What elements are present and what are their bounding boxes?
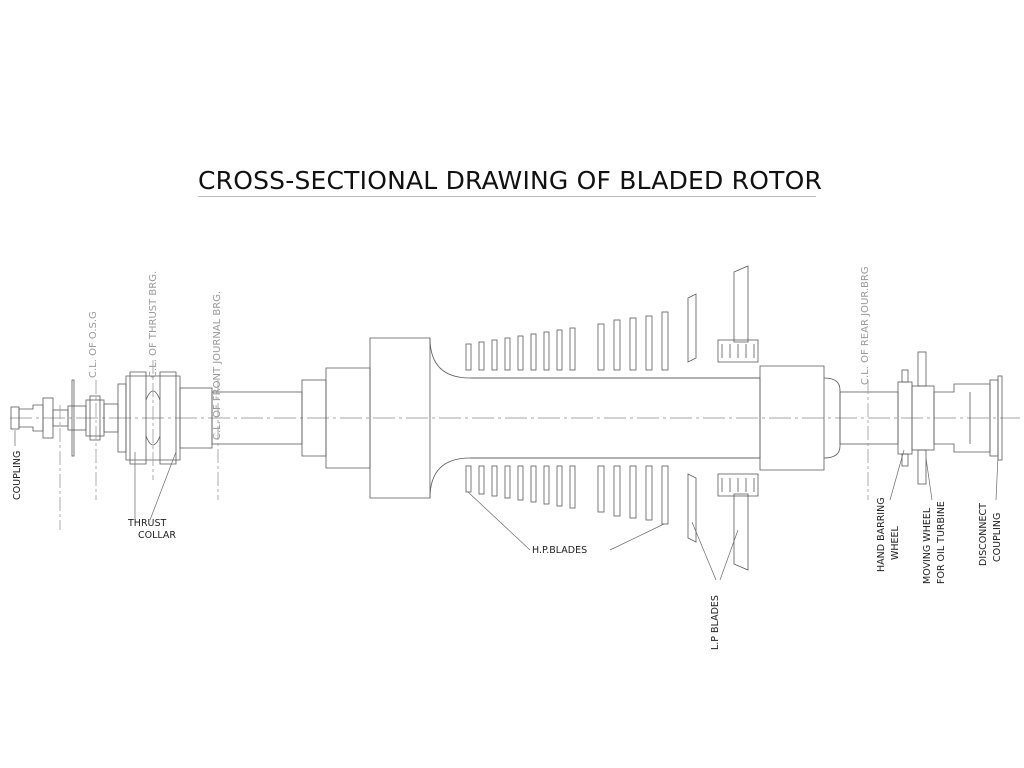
hp-blades-label: H.P.BLADES xyxy=(532,545,587,556)
disconnect-label-1: DISCONNECT xyxy=(978,503,989,566)
leader-lines xyxy=(14,430,999,581)
cl-osg-label: C.L. OF O.S.G xyxy=(88,311,99,378)
cl-rear-journal-label: C.L. OF REAR JOUR.BRG xyxy=(860,266,871,385)
moving-wheel-label-1: MOVING WHEEL xyxy=(922,507,933,584)
osg-assembly xyxy=(67,379,119,500)
disconnect-label-2: COUPLING xyxy=(992,513,1003,562)
title-underline xyxy=(198,196,816,197)
lp-blades xyxy=(687,265,759,571)
rear-journal-section xyxy=(839,380,899,500)
drawing-title: CROSS-SECTIONAL DRAWING OF BLADED ROTOR xyxy=(198,166,823,195)
lp-blades-label: L.P BLADES xyxy=(710,595,721,650)
hp-blades-upper xyxy=(465,311,669,371)
thrust-label: THRUST xyxy=(127,518,167,529)
cl-thrust-label: C.L. OF THRUST BRG. xyxy=(148,271,159,378)
centerline-labels: C.L. OF O.S.G C.L. OF THRUST BRG. C.L. O… xyxy=(88,266,871,440)
thrust-collar-assembly xyxy=(117,360,213,480)
component-labels: COUPLING THRUST COLLAR H.P.BLADES L.P BL… xyxy=(12,451,1003,650)
disconnect-coupling-assembly xyxy=(933,375,1003,461)
cl-front-journal-label: C.L. OF FRONT JOURNAL BRG. xyxy=(212,291,223,440)
front-journal-section xyxy=(211,367,371,500)
hand-barring-label-2: WHEEL xyxy=(890,525,901,560)
coupling-label: COUPLING xyxy=(12,451,23,500)
collar-label: COLLAR xyxy=(138,530,176,541)
hand-barring-label-1: HAND BARRING xyxy=(876,497,887,572)
hp-blades-lower xyxy=(465,465,669,525)
moving-wheel-label-2: FOR OIL TURBINE xyxy=(936,501,947,584)
